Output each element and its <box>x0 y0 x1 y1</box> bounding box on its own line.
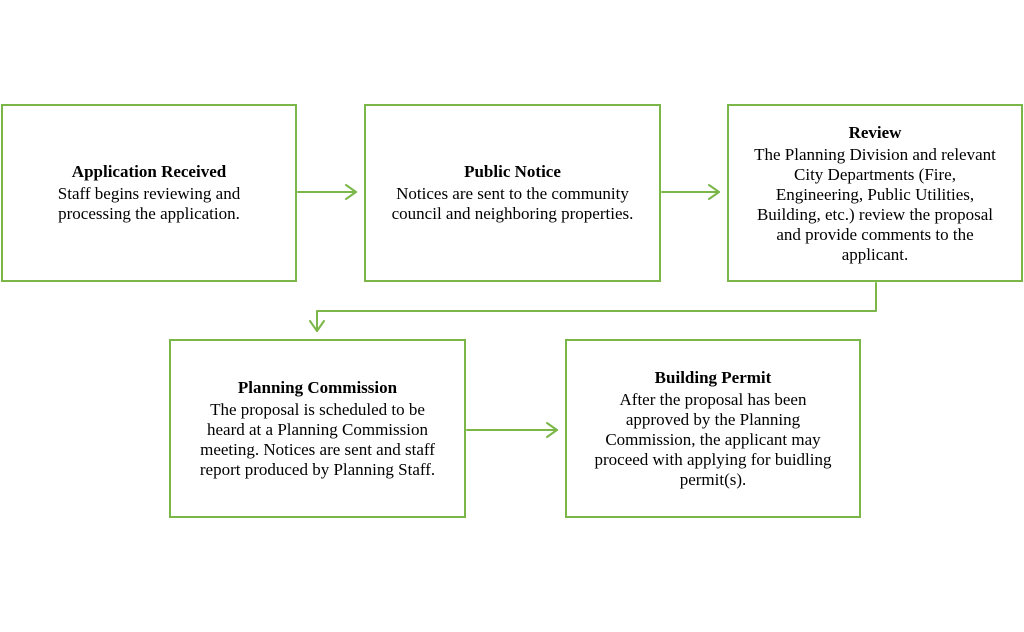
step-description: Staff begins reviewing and processing th… <box>58 184 240 224</box>
step-public-notice: Public Notice Notices are sent to the co… <box>364 104 661 282</box>
step-description-line: meeting. Notices are sent and staff <box>200 439 435 459</box>
step-description-line: approved by the Planning <box>625 410 801 429</box>
step-description-line: report produced by Planning Staff. <box>199 459 436 479</box>
step-title: Application Received <box>71 162 227 181</box>
step-description: Notices are sent to the community counci… <box>392 184 634 224</box>
step-description-line: heard at a Planning Commission <box>207 419 428 439</box>
step-description-line: proceed with applying for buidling <box>594 450 832 469</box>
step-description-line: Commission, the applicant may <box>605 430 821 449</box>
arrow-application-to-notice <box>297 184 357 200</box>
step-description-line: council and neighboring properties. <box>391 204 634 223</box>
step-title: Building Permit <box>654 368 772 387</box>
step-description-line: Notices are sent to the community <box>396 184 629 203</box>
step-title: Review <box>848 123 902 142</box>
step-description: After the proposal has been approved by … <box>594 390 831 490</box>
step-description-line: Staff begins reviewing and <box>57 184 241 203</box>
step-description-line: permit(s). <box>679 470 747 489</box>
step-description-line: City Departments (Fire, <box>794 165 956 184</box>
step-review: Review The Planning Division and relevan… <box>727 104 1023 282</box>
step-description-line: processing the application. <box>58 204 240 223</box>
step-description-line: The Planning Division and relevant <box>754 145 996 164</box>
step-description-line: The proposal is scheduled to be <box>210 399 425 419</box>
arrow-commission-to-permit <box>466 422 558 438</box>
step-description-line: Engineering, Public Utilities, <box>775 185 975 204</box>
step-description-line: After the proposal has been <box>619 390 807 409</box>
step-title: Public Notice <box>464 162 561 181</box>
step-planning-commission: Planning Commission The proposal is sche… <box>169 339 466 518</box>
step-description: The proposal is scheduled to be heard at… <box>200 400 435 480</box>
step-application-received: Application Received Staff begins review… <box>1 104 297 282</box>
step-description-line: Building, etc.) review the proposal <box>756 205 994 224</box>
step-description-line: and provide comments to the <box>776 225 974 244</box>
step-building-permit: Building Permit After the proposal has b… <box>565 339 861 518</box>
step-description-line: applicant. <box>841 245 909 264</box>
arrow-review-to-commission <box>309 282 877 332</box>
step-title: Planning Commission <box>237 377 398 397</box>
arrow-notice-to-review <box>661 184 720 200</box>
step-description: The Planning Division and relevant City … <box>754 145 996 265</box>
